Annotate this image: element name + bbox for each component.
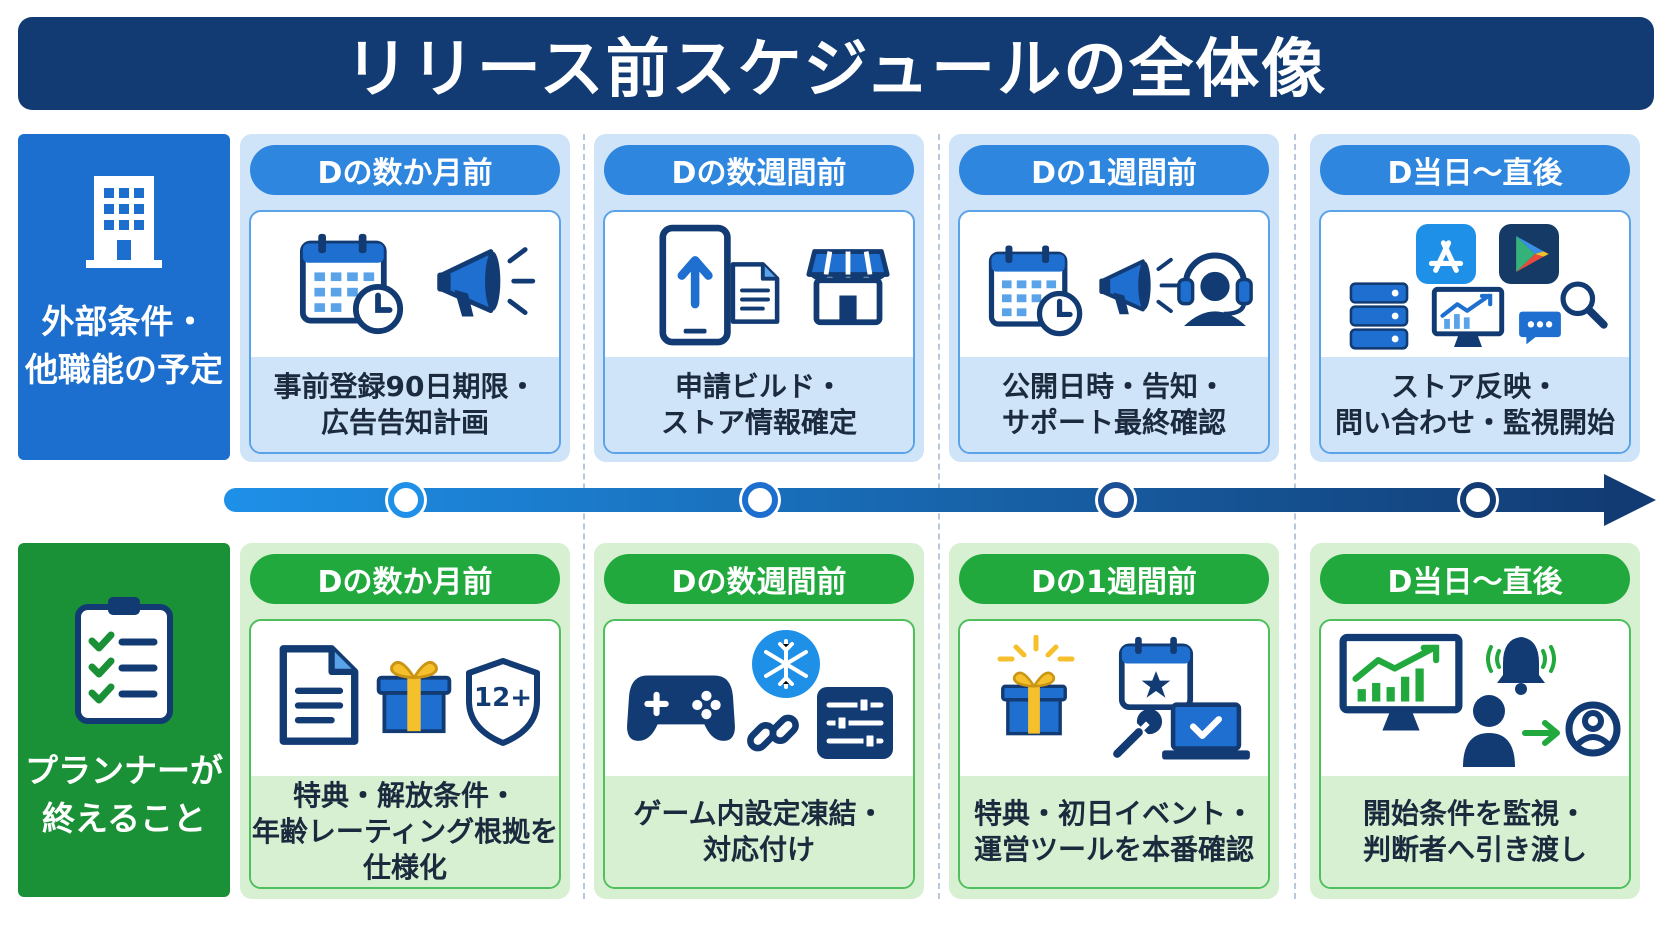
timeline-marker-3	[1095, 479, 1137, 521]
title-bar: リリース前スケジュールの全体像	[18, 17, 1654, 110]
card: ストア反映・ 問い合わせ・監視開始	[1319, 210, 1631, 454]
planner-row-label-text: プランナーが 終えること	[25, 751, 223, 838]
card-caption: 公開日時・告知・ サポート最終確認	[960, 357, 1268, 452]
timeline-marker-2	[739, 479, 781, 521]
timeline	[224, 474, 1656, 526]
period-pill: Dの数か月前	[250, 554, 560, 604]
external-panel-months: Dの数か月前 事前登録90日期限・ 広告告知計画	[240, 134, 570, 462]
building-icon	[84, 172, 164, 272]
period-pill: Dの1週間前	[959, 554, 1269, 604]
card: 12+ 特典・解放条件・ 年齢レーティング根拠を 仕様化	[249, 619, 561, 889]
planner-panel-week: Dの1週間前 特典・初日イベント・ 運営ツールを本番確認	[949, 543, 1279, 899]
age-rating-shield-icon: 12+	[463, 657, 543, 747]
megaphone-icon	[433, 240, 539, 326]
age-rating-label: 12+	[474, 683, 532, 713]
card-caption: 特典・解放条件・ 年齢レーティング根拠を 仕様化	[251, 776, 559, 887]
timeline-marker-4	[1457, 479, 1499, 521]
handoff-icon	[1461, 689, 1621, 769]
calendar-star-icon	[1118, 635, 1194, 711]
timeline-marker-1	[385, 479, 427, 521]
wrench-icon	[1110, 707, 1164, 761]
card: 特典・初日イベント・ 運営ツールを本番確認	[958, 619, 1270, 889]
gift-icon	[371, 649, 457, 735]
column-separator	[583, 134, 585, 899]
card-caption: ストア反映・ 問い合わせ・監視開始	[1321, 357, 1629, 452]
period-pill: Dの数週間前	[604, 145, 914, 195]
column-separator	[938, 134, 940, 899]
column-separator	[1294, 134, 1296, 899]
card-caption: 事前登録90日期限・ 広告告知計画	[251, 357, 559, 452]
snowflake-icon	[751, 629, 821, 699]
planner-panel-day: D当日〜直後 開始条件を監視・ 判断者へ引き渡し	[1310, 543, 1640, 899]
server-icon	[1349, 282, 1409, 350]
period-pill: Dの数週間前	[604, 554, 914, 604]
period-pill: Dの1週間前	[959, 145, 1269, 195]
card: 申請ビルド・ ストア情報確定	[603, 210, 915, 454]
page-title: リリース前スケジュールの全体像	[344, 32, 1328, 107]
card: ゲーム内設定凍結・ 対応付け	[603, 619, 915, 889]
planner-panel-months: Dの数か月前 12+ 特典・解放条件・ 年齢レーティング根拠を 仕様化	[240, 543, 570, 899]
monitor-chart-icon	[1339, 633, 1463, 737]
monitor-chart-icon	[1431, 286, 1505, 352]
timeline-arrowhead	[1604, 474, 1656, 526]
headset-icon	[1172, 240, 1258, 326]
calendar-clock-icon	[299, 230, 405, 336]
magnifier-icon	[1557, 278, 1609, 330]
megaphone-icon	[1096, 252, 1182, 322]
period-pill: D当日〜直後	[1320, 145, 1630, 195]
link-icon	[745, 705, 801, 761]
checklist-icon	[74, 595, 174, 725]
card-caption: ゲーム内設定凍結・ 対応付け	[605, 776, 913, 887]
gamepad-icon	[625, 665, 737, 747]
period-pill: D当日〜直後	[1320, 554, 1630, 604]
external-panel-weeks: Dの数週間前 申請ビルド・ ストア情報確定	[594, 134, 924, 462]
external-row-label: 外部条件・ 他職能の予定	[18, 134, 230, 460]
card: 公開日時・告知・ サポート最終確認	[958, 210, 1270, 454]
card: 開始条件を監視・ 判断者へ引き渡し	[1319, 619, 1631, 889]
phone-upload-icon	[659, 224, 735, 348]
card-caption: 特典・初日イベント・ 運営ツールを本番確認	[960, 776, 1268, 887]
external-panel-day: D当日〜直後 ストア反映・ 問い合わせ・監視開始	[1310, 134, 1640, 462]
external-panel-week: Dの1週間前 公開日時・告知・ サポート最終確認	[949, 134, 1279, 462]
external-row-label-text: 外部条件・ 他職能の予定	[25, 302, 223, 389]
play-store-icon	[1499, 224, 1559, 284]
document-icon	[277, 641, 361, 749]
card: 事前登録90日期限・ 広告告知計画	[249, 210, 561, 454]
card-caption: 申請ビルド・ ストア情報確定	[605, 357, 913, 452]
timeline-bar	[224, 488, 1624, 512]
store-icon	[805, 242, 891, 328]
gift-icon	[996, 661, 1072, 737]
sliders-icon	[815, 685, 895, 761]
card-caption: 開始条件を監視・ 判断者へ引き渡し	[1321, 776, 1629, 887]
planner-row-label: プランナーが 終えること	[18, 543, 230, 897]
laptop-check-icon	[1160, 701, 1252, 765]
planner-panel-weeks: Dの数週間前 ゲーム内設定凍結・ 対応付け	[594, 543, 924, 899]
document-icon	[729, 260, 781, 326]
app-store-icon	[1416, 224, 1476, 284]
period-pill: Dの数か月前	[250, 145, 560, 195]
calendar-clock-icon	[988, 242, 1084, 338]
